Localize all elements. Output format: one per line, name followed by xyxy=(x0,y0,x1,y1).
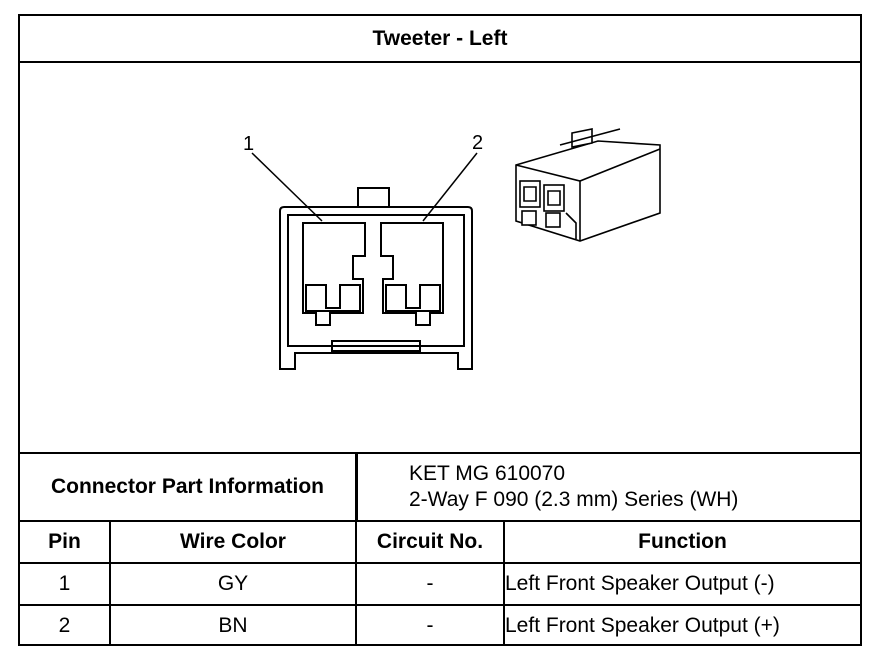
pin-number: 2 xyxy=(20,604,111,646)
header-wire-color: Wire Color xyxy=(109,522,357,564)
pin-function: Left Front Speaker Output (+) xyxy=(503,604,860,646)
wire-color: GY xyxy=(109,562,357,606)
connector-series: 2-Way F 090 (2.3 mm) Series (WH) xyxy=(409,488,739,511)
wire-color: BN xyxy=(109,604,357,646)
connector-part-info: Connector Part Information KET MG 610070… xyxy=(20,452,860,522)
connector-isometric-view xyxy=(515,128,661,242)
page-title: Tweeter - Left xyxy=(20,16,860,63)
header-pin: Pin xyxy=(20,522,111,564)
pin-function: Left Front Speaker Output (-) xyxy=(503,562,860,606)
table-row: 1 GY - Left Front Speaker Output (-) xyxy=(20,562,860,606)
connector-part-info-label: Connector Part Information xyxy=(20,454,358,520)
leader-line-1 xyxy=(251,152,323,222)
connector-diagram: 1 2 xyxy=(20,63,860,452)
connector-part-number: KET MG 610070 xyxy=(409,462,566,485)
connector-part-info-value: KET MG 610070 2-Way F 090 (2.3 mm) Serie… xyxy=(358,454,860,520)
circuit-number: - xyxy=(355,604,505,646)
pin-number: 1 xyxy=(20,562,111,606)
leader-line-2 xyxy=(422,152,478,222)
table-row: 2 BN - Left Front Speaker Output (+) xyxy=(20,604,860,646)
connector-face xyxy=(279,187,473,370)
circuit-number: - xyxy=(355,562,505,606)
header-function: Function xyxy=(503,522,860,564)
connector-drawing: 1 2 xyxy=(243,128,661,370)
pin-label-2: 2 xyxy=(472,132,483,154)
pin-label-1: 1 xyxy=(243,133,254,155)
connector-sheet: Tweeter - Left 1 2 xyxy=(18,14,862,646)
header-circuit: Circuit No. xyxy=(355,522,505,564)
pin-table: Pin Wire Color Circuit No. Function 1 GY… xyxy=(20,522,860,646)
pin-table-header: Pin Wire Color Circuit No. Function xyxy=(20,522,860,564)
